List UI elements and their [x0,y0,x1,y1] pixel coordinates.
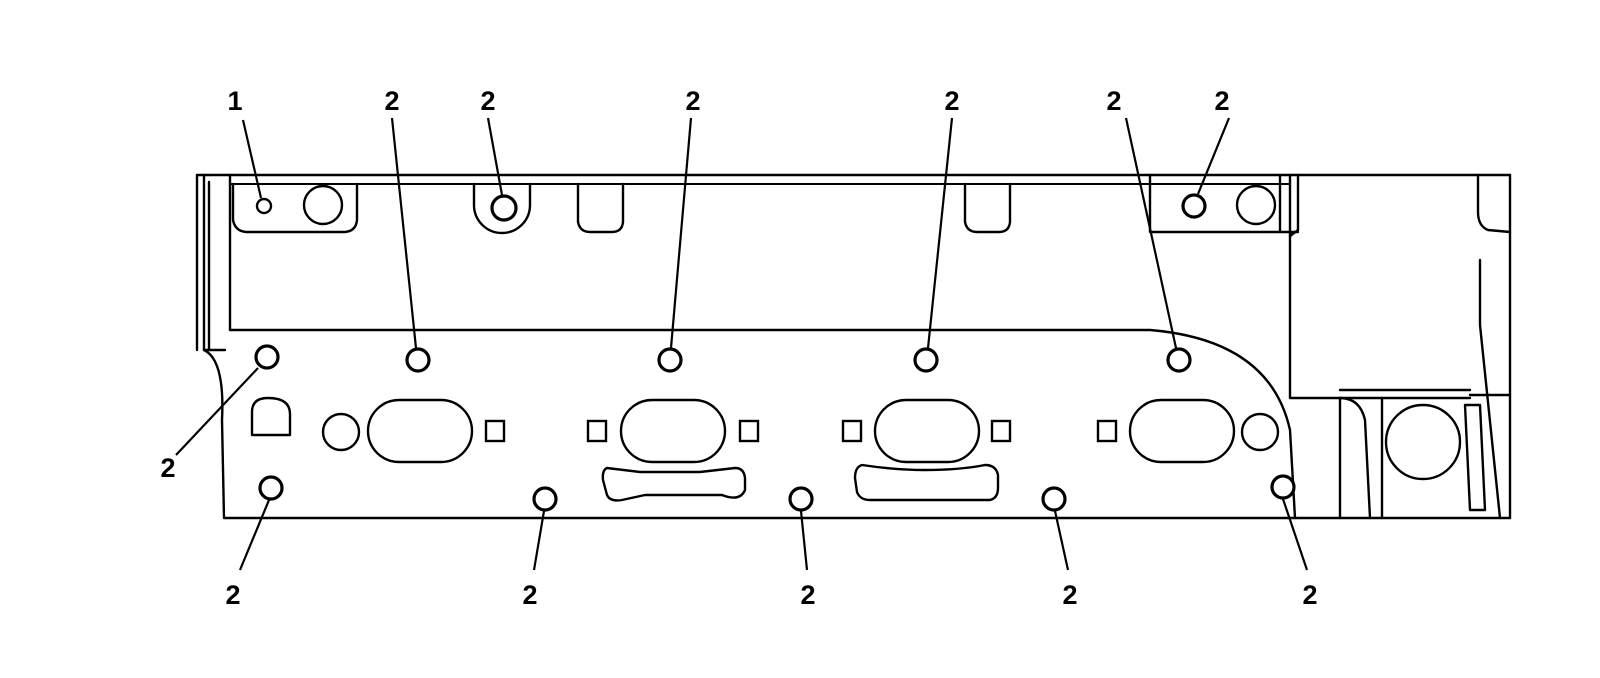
callout-2: 2 [1106,86,1121,116]
head-bolts [254,193,1296,512]
bolt-lower-b [788,486,814,512]
upper-bosses [231,173,1300,235]
callout-labels: 1 2 2 2 2 2 2 2 2 2 2 2 2 [160,86,1317,610]
callout-2: 2 [225,580,240,610]
port-openings [250,396,1280,502]
callout-2: 2 [800,580,815,610]
callout-2: 2 [1062,580,1077,610]
bolt-upper-b [657,347,683,373]
callout-2: 2 [944,86,959,116]
leader-lines [175,117,1309,571]
callout-1: 1 [227,86,242,116]
bolt-upper-d [1166,347,1192,373]
bolt-lower-c [1041,486,1067,512]
bolt-lower-a [532,486,558,512]
callout-2: 2 [1302,580,1317,610]
callout-2: 2 [522,580,537,610]
bolt-upper-c [913,347,939,373]
bolt-upper-a [405,347,431,373]
bolt-1 [255,197,273,215]
callout-2: 2 [685,86,700,116]
bolt-lower-left [258,475,284,501]
bolt-top-3 [1181,193,1207,219]
cylinder-head-outline [195,173,1512,520]
callout-2: 2 [160,453,175,483]
bolt-lower-d [1270,474,1296,500]
callout-2: 2 [1214,86,1229,116]
callout-2: 2 [480,86,495,116]
callout-2: 2 [384,86,399,116]
bolt-upper-left [254,344,280,370]
bolt-top-2 [490,194,518,222]
